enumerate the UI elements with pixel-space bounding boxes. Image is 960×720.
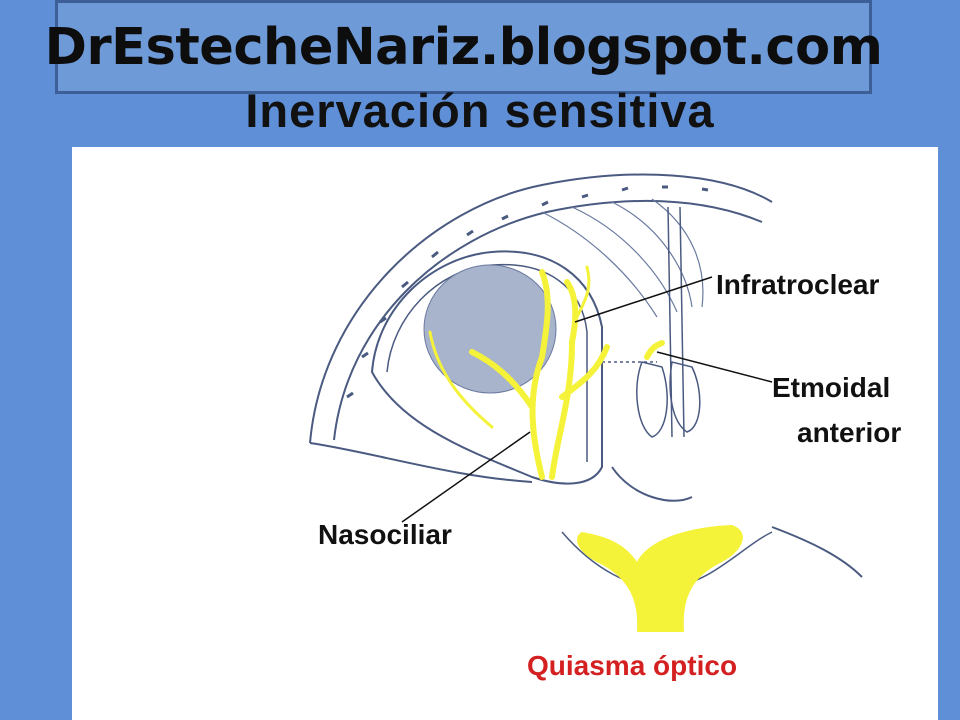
- label-anterior: anterior: [797, 417, 902, 448]
- ethmoid-cells: [636, 361, 701, 438]
- orbit-rim: [370, 250, 603, 485]
- label-nasociliar: Nasociliar: [318, 519, 452, 550]
- label-quiasma: Quiasma óptico: [527, 650, 738, 681]
- nasociliar-nerve: [469, 269, 610, 480]
- leader-nasociliar: [401, 431, 531, 523]
- skull-outline-outer: [309, 173, 773, 444]
- thin-nerve-branches: [428, 265, 591, 429]
- fan-lines: [541, 198, 704, 318]
- slide-title: Inervación sensitiva: [245, 84, 715, 137]
- eyeball: [423, 264, 557, 394]
- leader-infratroclear: [574, 276, 713, 323]
- etmoidal-anterior-nerve: [644, 340, 665, 360]
- banner-text: DrEstecheNariz.blogspot.com: [44, 17, 883, 77]
- label-etmoidal: Etmoidal: [772, 372, 891, 403]
- skull-base: [309, 442, 863, 578]
- watermark-banner: DrEstecheNariz.blogspot.com: [45, 0, 883, 94]
- skull-hatching: [346, 185, 709, 399]
- leader-etmoidal: [656, 351, 773, 383]
- diagram-panel: Infratroclear Etmoidal anterior Nasocili…: [72, 147, 938, 720]
- skull-outline-inner: [333, 199, 763, 441]
- label-infratroclear: Infratroclear: [716, 269, 880, 300]
- septum: [667, 206, 685, 438]
- anatomy-drawing: [309, 173, 863, 632]
- optic-chiasm: [577, 525, 743, 632]
